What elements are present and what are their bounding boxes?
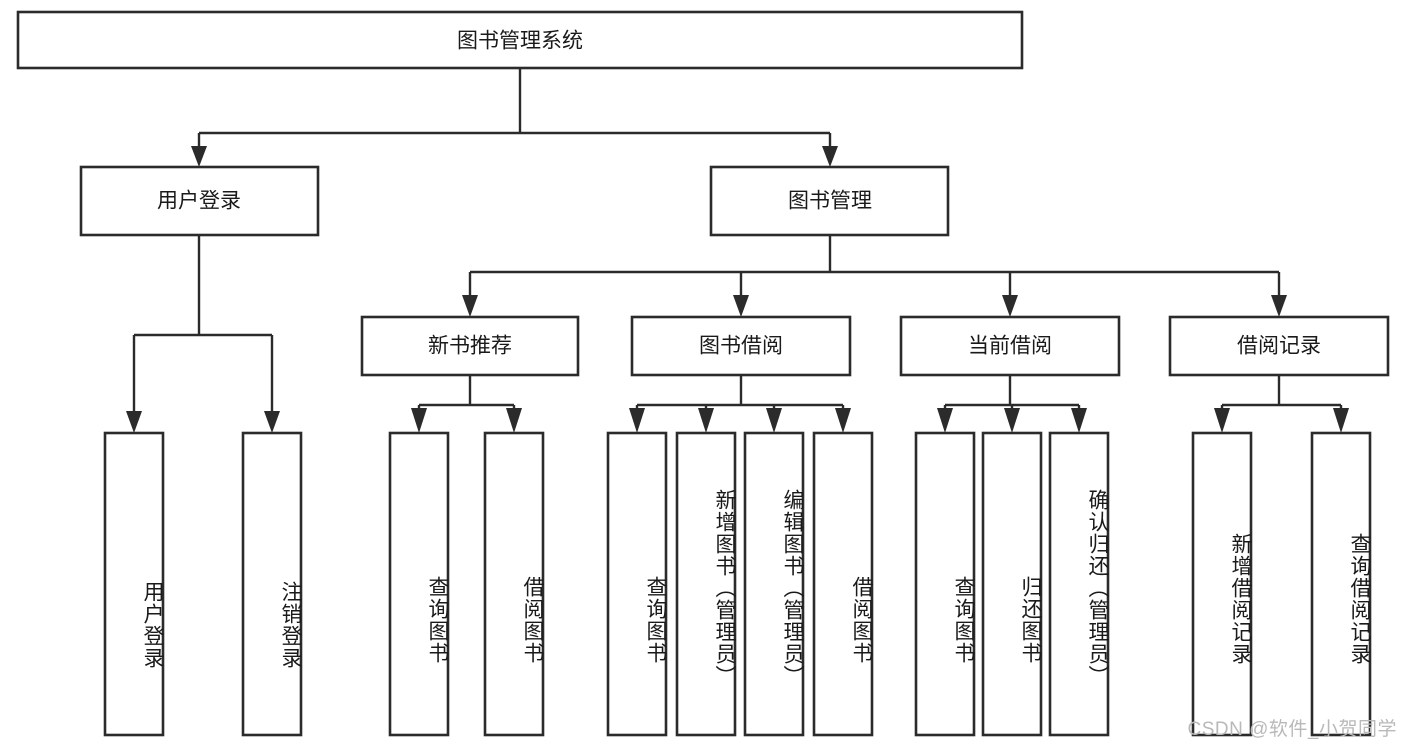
- node-book-management-box[interactable]: [709, 165, 950, 237]
- node-root-box[interactable]: [16, 10, 1024, 70]
- arrowhead-borrow-leaf2: [698, 408, 714, 433]
- node-user-login[interactable]: 用户登录: [79, 165, 320, 237]
- leaf-box-newbook-query[interactable]: [388, 431, 450, 737]
- leaf-box-borrow-query[interactable]: [606, 431, 668, 737]
- node-borrow-record-box[interactable]: [1168, 315, 1390, 377]
- leaf-box-borrow-edit[interactable]: [743, 431, 805, 737]
- leaf-box-borrow-lend[interactable]: [812, 431, 874, 737]
- arrowhead-record: [1271, 295, 1287, 317]
- node-current-borrow-label: 当前借阅: [968, 335, 1052, 358]
- arrowhead-newbook-leaf1: [411, 408, 427, 433]
- node-book-management[interactable]: 图书管理: [709, 165, 950, 237]
- node-root-label: 图书管理系统: [457, 30, 583, 53]
- arrowhead-current-leaf1: [937, 408, 953, 433]
- node-new-book-recommend-box[interactable]: [360, 315, 580, 377]
- node-new-book-recommend-label: 新书推荐: [428, 335, 512, 358]
- arrowhead-borrow: [733, 295, 749, 317]
- node-book-borrow[interactable]: 图书借阅: [630, 315, 852, 377]
- leaf-box-record-query[interactable]: [1310, 431, 1372, 737]
- node-book-borrow-box[interactable]: [630, 315, 852, 377]
- leaf-box-record-add[interactable]: [1191, 431, 1253, 737]
- leaf-box-current-return[interactable]: [981, 431, 1043, 737]
- node-user-login-box[interactable]: [79, 165, 320, 237]
- node-book-management-label: 图书管理: [788, 190, 872, 213]
- node-borrow-record-label: 借阅记录: [1237, 335, 1321, 358]
- connector-layer: [126, 68, 1349, 433]
- arrowhead-login-leaf1: [126, 411, 142, 433]
- leaf-box-layer: [103, 431, 1372, 737]
- leaf-box-current-confirm-return[interactable]: [1048, 431, 1110, 737]
- leaf-box-borrow-add[interactable]: [675, 431, 737, 737]
- arrowhead-borrow-leaf4: [835, 408, 851, 433]
- arrowhead-bookmgmt: [822, 146, 838, 167]
- node-current-borrow-box[interactable]: [899, 315, 1121, 377]
- arrowhead-borrow-leaf3: [766, 408, 782, 433]
- node-user-login-label: 用户登录: [157, 190, 241, 213]
- arrowhead-newbook-leaf2: [506, 408, 522, 433]
- arrowhead-current-leaf2: [1004, 408, 1020, 433]
- leaf-box-newbook-borrow[interactable]: [483, 431, 545, 737]
- node-current-borrow[interactable]: 当前借阅: [899, 315, 1121, 377]
- leaf-box-logout[interactable]: [241, 431, 303, 737]
- node-book-borrow-label: 图书借阅: [699, 335, 783, 358]
- node-borrow-record[interactable]: 借阅记录: [1168, 315, 1390, 377]
- leaf-box-user-login[interactable]: [103, 431, 165, 737]
- node-root[interactable]: 图书管理系统: [16, 10, 1024, 70]
- arrowhead-borrow-leaf1: [629, 408, 645, 433]
- arrowhead-record-leaf1: [1214, 408, 1230, 433]
- node-new-book-recommend[interactable]: 新书推荐: [360, 315, 580, 377]
- arrowhead-login-leaf2: [264, 411, 280, 433]
- arrowhead-record-leaf2: [1333, 408, 1349, 433]
- arrowhead-newbook: [462, 295, 478, 317]
- csdn-watermark: CSDN @软件_小贺同学: [1187, 719, 1397, 740]
- arrowhead-login: [191, 146, 207, 167]
- arrowhead-current-leaf3: [1071, 408, 1087, 433]
- leaf-box-current-query[interactable]: [914, 431, 976, 737]
- arrowhead-current: [1002, 295, 1018, 317]
